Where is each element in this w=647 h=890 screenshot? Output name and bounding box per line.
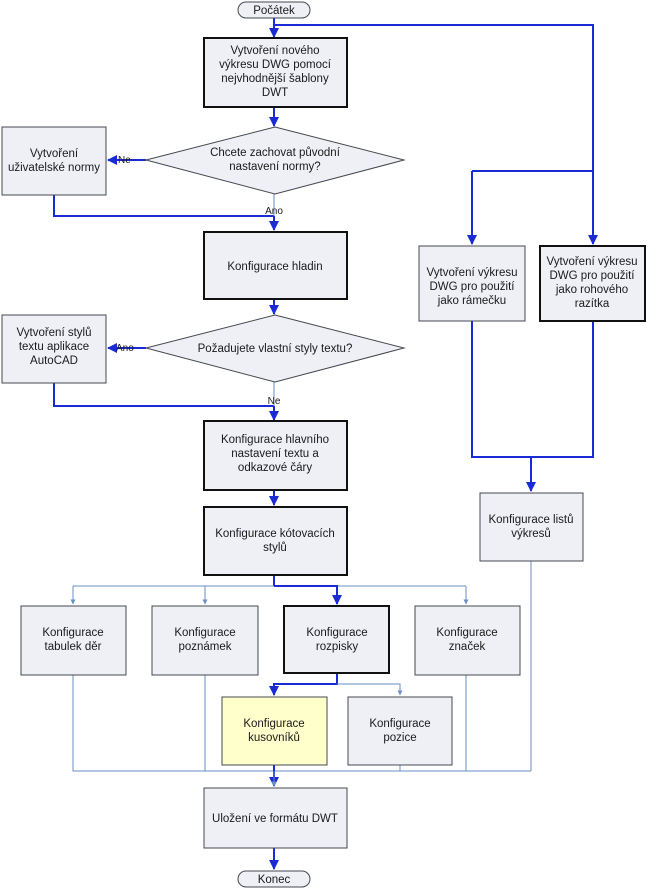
start-terminal: Počátek xyxy=(237,1,311,19)
create-user-standard-node: Vytvoření uživatelské normy xyxy=(1,126,107,196)
symbols-label-2: značek xyxy=(449,641,486,653)
keep-standard-decision: Chcete zachovat původní nastavení normy? xyxy=(144,126,406,195)
yes-label-1: Ano xyxy=(265,206,283,217)
parts-list-label-1: Konfigurace xyxy=(306,627,367,639)
no-label-1: Ne xyxy=(118,155,131,166)
main-text-config-label-3: odkazové čáry xyxy=(238,462,312,474)
frame-drawing-label-3: jako rámečku xyxy=(437,295,506,307)
symbols-config-node: Konfigurace značek xyxy=(414,605,521,676)
keep-standard-label-1: Chcete zachovat původní xyxy=(210,147,341,159)
hole-tables-label-1: Konfigurace xyxy=(42,627,103,639)
symbols-label-1: Konfigurace xyxy=(436,627,497,639)
create-text-styles-node: Vytvoření stylů textu aplikace AutoCAD xyxy=(1,314,107,384)
balloon-label-2: pozice xyxy=(383,732,416,744)
bom-label-2: kusovníků xyxy=(248,732,300,744)
create-template-label-4: DWT xyxy=(262,87,288,99)
no-label-2: Ne xyxy=(268,396,281,407)
save-dwt-node: Uložení ve formátu DWT xyxy=(203,787,348,849)
frame-drawing-label-1: Vytvoření výkresu xyxy=(427,267,518,279)
dimension-styles-config-node: Konfigurace kótovacích stylů xyxy=(203,506,348,576)
title-block-label-3: jako rohového xyxy=(555,284,628,296)
create-user-standard-label-2: uživatelské normy xyxy=(8,162,100,174)
start-label: Počátek xyxy=(253,5,295,17)
hole-tables-config-node: Konfigurace tabulek děr xyxy=(20,605,127,676)
notes-label-2: poznámek xyxy=(178,641,231,653)
create-user-standard-label-1: Vytvoření xyxy=(30,148,79,160)
dimension-styles-label-1: Konfigurace kótovacích xyxy=(215,528,335,540)
create-template-node: Vytvoření nového výkresu DWG pomocí nejv… xyxy=(203,37,348,108)
main-text-config-label-1: Konfigurace hlavního xyxy=(221,434,329,446)
bom-label-1: Konfigurace xyxy=(243,718,304,730)
save-dwt-label: Uložení ve formátu DWT xyxy=(212,813,338,825)
keep-standard-label-2: nastavení normy? xyxy=(229,161,320,173)
frame-drawing-label-2: DWG pro použití xyxy=(430,281,516,293)
end-label: Konec xyxy=(258,874,291,886)
create-template-label-1: Vytvoření nového xyxy=(230,45,319,57)
end-terminal: Konec xyxy=(237,870,311,888)
parts-list-config-node: Konfigurace rozpisky xyxy=(283,605,390,674)
title-block-label-2: DWG pro použití xyxy=(550,270,636,282)
layers-config-label: Konfigurace hladin xyxy=(227,261,322,273)
create-text-styles-label-2: textu aplikace xyxy=(19,341,89,353)
connectors xyxy=(53,17,598,870)
notes-label-1: Konfigurace xyxy=(174,627,235,639)
parts-list-label-2: rozpisky xyxy=(316,641,358,653)
sheets-config-node: Konfigurace listů výkresů xyxy=(479,492,584,562)
create-text-styles-label-3: AutoCAD xyxy=(30,355,78,367)
text-style-question-label: Požadujete vlastní styly textu? xyxy=(198,343,353,355)
sheets-config-label-2: výkresů xyxy=(511,528,551,540)
yes-label-2: Ano xyxy=(116,343,134,354)
dimension-styles-label-2: stylů xyxy=(263,542,287,554)
create-template-label-2: výkresu DWG pomocí xyxy=(219,59,332,71)
bom-config-node: Konfigurace kusovníků xyxy=(221,696,328,766)
text-style-decision: Požadujete vlastní styly textu? xyxy=(144,314,406,383)
hole-tables-label-2: tabulek děr xyxy=(45,641,102,653)
notes-config-node: Konfigurace poznámek xyxy=(151,605,259,676)
main-text-config-node: Konfigurace hlavního nastavení textu a o… xyxy=(203,420,348,491)
create-template-label-3: nejvhodnější šablony xyxy=(221,73,329,85)
frame-drawing-node: Vytvoření výkresu DWG pro použití jako r… xyxy=(418,245,526,322)
main-text-config-label-2: nastavení textu a xyxy=(231,448,319,460)
create-text-styles-label-1: Vytvoření stylů xyxy=(17,327,92,339)
title-block-drawing-node: Vytvoření výkresu DWG pro použití jako r… xyxy=(539,245,646,322)
title-block-label-4: razítka xyxy=(575,298,610,310)
title-block-label-1: Vytvoření výkresu xyxy=(547,256,638,268)
balloon-config-node: Konfigurace pozice xyxy=(347,696,453,766)
sheets-config-label-1: Konfigurace listů xyxy=(488,514,573,526)
layers-config-node: Konfigurace hladin xyxy=(203,231,348,300)
balloon-label-1: Konfigurace xyxy=(369,718,430,730)
